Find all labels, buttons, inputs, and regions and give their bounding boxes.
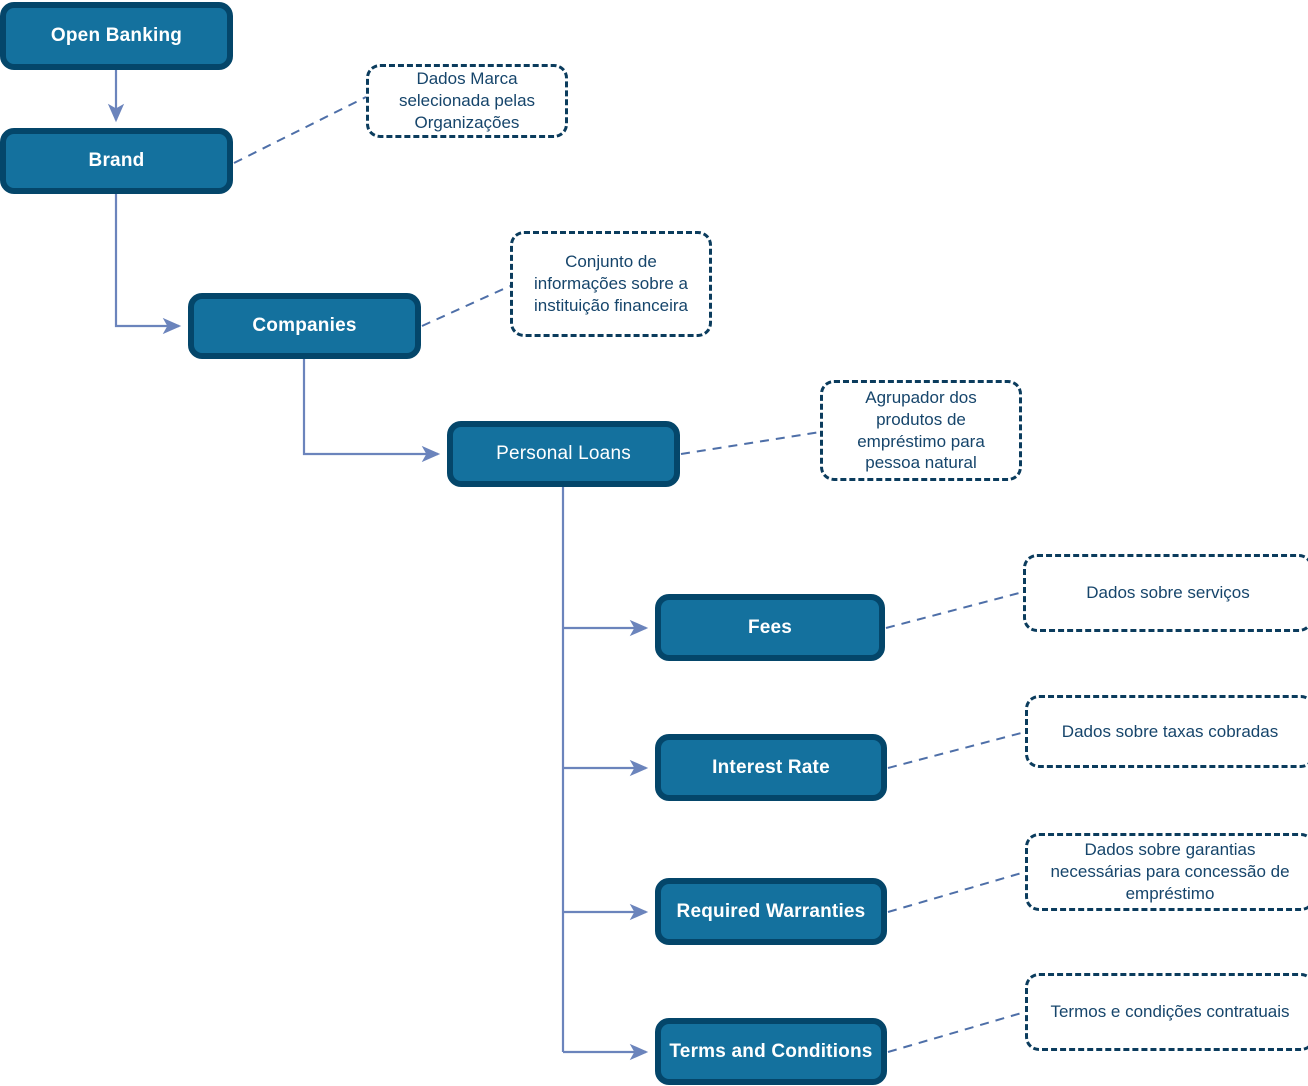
edge-companies-personal-loans — [302, 359, 441, 463]
node-fees-label: Fees — [747, 616, 793, 638]
note-personal-loans-text: Agrupador dos produtos de empréstimo par… — [857, 388, 985, 473]
note-interest-rate-text: Dados sobre taxas cobradas — [1061, 721, 1279, 741]
note-terms-and-conditions: Termos e condições contratuais — [1025, 973, 1308, 1051]
node-fees[interactable]: Fees — [655, 594, 885, 661]
note-terms-and-conditions-text: Termos e condições contratuais — [1050, 1002, 1290, 1022]
link-personal-loans-note — [680, 431, 821, 455]
node-interest-rate-label: Interest Rate — [712, 756, 830, 778]
note-required-warranties: Dados sobre garantias necessárias para c… — [1025, 833, 1308, 911]
note-companies-text: Conjunto de informações sobre a institui… — [533, 252, 689, 315]
node-personal-loans[interactable]: Personal Loans — [447, 421, 680, 487]
node-required-warranties-label: Required Warranties — [676, 900, 866, 922]
edge-brand-companies — [114, 194, 182, 335]
note-required-warranties-text: Dados sobre garantias necessárias para c… — [1050, 840, 1290, 903]
link-fees-note — [885, 591, 1024, 629]
link-required-warranties-note — [887, 871, 1026, 913]
note-brand-text: Dados Marca selecionada pelas Organizaçõ… — [398, 69, 536, 132]
link-companies-note — [421, 285, 511, 327]
node-personal-loans-label: Personal Loans — [496, 443, 631, 465]
link-interest-rate-note — [887, 731, 1026, 769]
note-fees-text: Dados sobre serviços — [1086, 583, 1250, 603]
node-companies[interactable]: Companies — [188, 293, 421, 359]
node-brand[interactable]: Brand — [0, 128, 233, 194]
note-personal-loans: Agrupador dos produtos de empréstimo par… — [820, 380, 1022, 481]
node-open-banking[interactable]: Open Banking — [0, 2, 233, 70]
node-companies-label: Companies — [252, 315, 357, 337]
node-open-banking-label: Open Banking — [50, 25, 183, 47]
note-interest-rate: Dados sobre taxas cobradas — [1025, 695, 1308, 768]
node-required-warranties[interactable]: Required Warranties — [655, 878, 887, 945]
node-terms-and-conditions-label: Terms and Conditions — [669, 1040, 873, 1062]
node-terms-and-conditions[interactable]: Terms and Conditions — [655, 1018, 887, 1085]
link-brand-note — [233, 96, 367, 164]
note-brand: Dados Marca selecionada pelas Organizaçõ… — [366, 64, 568, 138]
note-companies: Conjunto de informações sobre a institui… — [510, 231, 712, 337]
node-interest-rate[interactable]: Interest Rate — [655, 734, 887, 801]
node-brand-label: Brand — [88, 150, 145, 172]
note-fees: Dados sobre serviços — [1023, 554, 1308, 632]
link-terms-conditions-note — [887, 1011, 1026, 1053]
